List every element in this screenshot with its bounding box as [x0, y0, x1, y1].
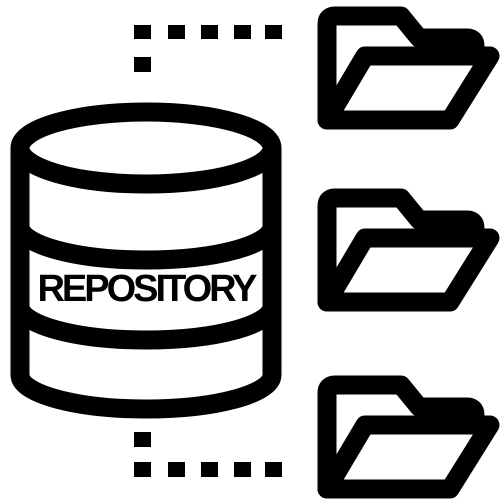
connector-dot [134, 57, 151, 72]
open-folder-icon [327, 16, 490, 120]
top-connector [134, 25, 282, 72]
connector-dot [201, 462, 218, 477]
connector-dot [201, 25, 218, 39]
connector-dot [168, 462, 185, 477]
connector-dot [168, 25, 185, 39]
connector-dot [265, 25, 282, 39]
connector-dot [134, 25, 151, 39]
connector-dot [134, 432, 151, 447]
connector-dot [265, 462, 282, 477]
database-icon [10, 102, 282, 419]
connector-dot [134, 462, 151, 477]
connector-dot [234, 462, 251, 477]
open-folder-icon [327, 385, 490, 489]
open-folder-icon [327, 198, 490, 302]
connector-dot [234, 25, 251, 39]
repository-label: REPOSITORY [37, 268, 257, 310]
bottom-connector [134, 432, 282, 477]
